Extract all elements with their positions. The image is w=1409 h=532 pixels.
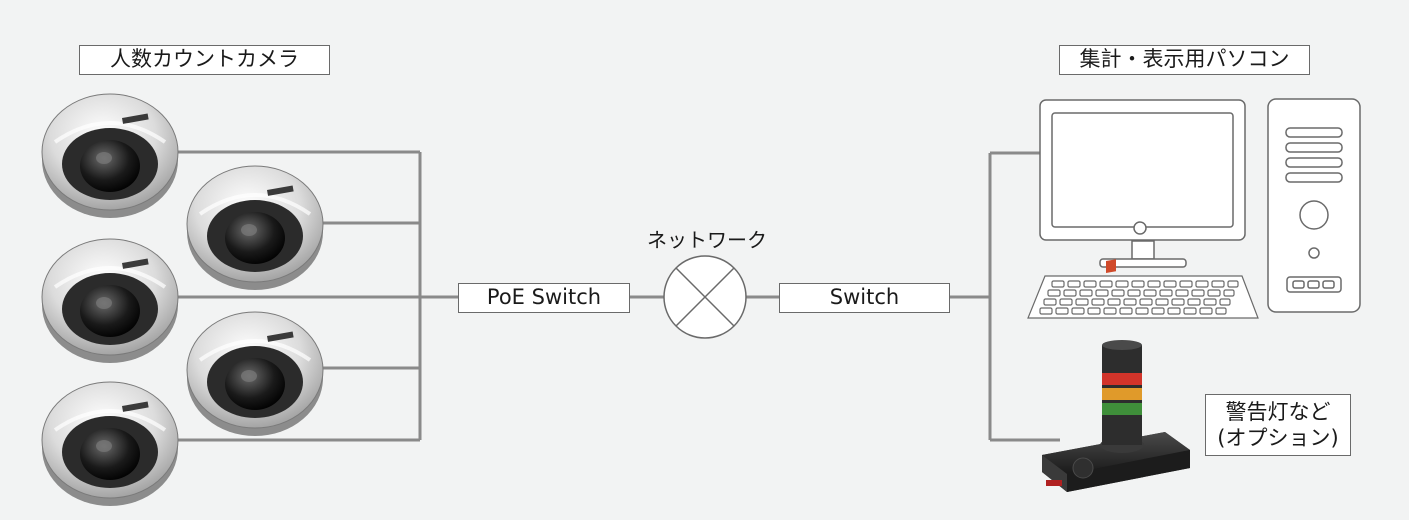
- dome-camera-icon: [40, 237, 180, 365]
- warning-light-label-line2: (オプション): [1217, 426, 1339, 450]
- dome-camera-icon: [185, 164, 325, 292]
- network-cloud-icon: [663, 255, 747, 339]
- keyboard-icon: [1027, 275, 1259, 319]
- signal-tower-light-icon: [1042, 259, 1190, 492]
- warning-light-label: 警告灯など (オプション): [1205, 394, 1351, 456]
- warning-light-label-line1: 警告灯など: [1225, 400, 1331, 424]
- cameras-label: 人数カウントカメラ: [79, 45, 330, 75]
- monitor-icon: [1039, 99, 1246, 268]
- dome-camera-icon: [40, 92, 180, 220]
- dome-camera-icon: [40, 380, 180, 508]
- dome-camera-icon: [185, 310, 325, 438]
- poe-switch-label: PoE Switch: [458, 283, 630, 313]
- switch-label: Switch: [779, 283, 950, 313]
- pc-label: 集計・表示用パソコン: [1059, 45, 1310, 75]
- pc-tower-icon: [1267, 98, 1361, 313]
- network-label: ネットワーク: [647, 228, 767, 252]
- camera-bus-lines: [170, 150, 1060, 442]
